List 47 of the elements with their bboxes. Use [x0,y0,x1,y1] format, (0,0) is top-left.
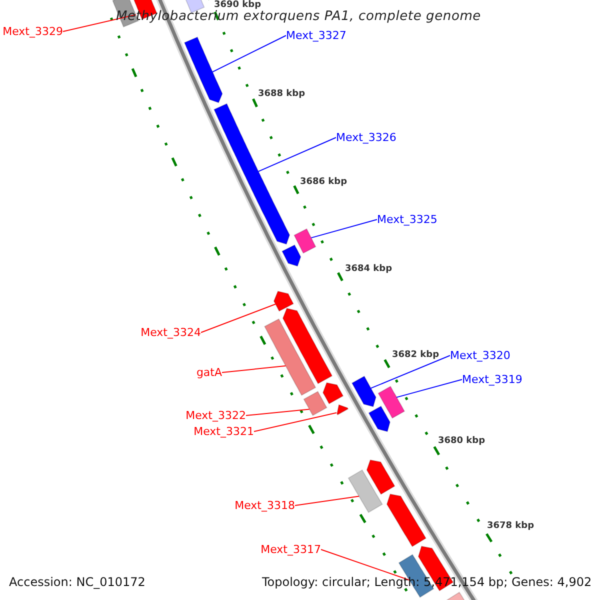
gene-feature [184,36,223,104]
gene-bar [303,390,328,416]
leader-line [310,219,378,238]
gene-feature [368,406,391,432]
gene-bar [294,228,316,254]
accession-text: Accession: NC_010172 [9,576,146,588]
gene-feature [386,494,427,548]
leader-line [258,137,336,172]
gene-feature [351,376,376,408]
tick-label: 3684 kbp [345,265,392,274]
gene-bar [264,318,316,396]
gene-label: Mext_3325 [377,214,438,225]
leader-line [370,355,450,389]
gene-label: Mext_3324 [140,327,201,338]
leader-line [246,408,310,416]
gene-feature [282,308,333,384]
leader-line [294,496,360,506]
tick-label: 3690 kbp [214,1,262,10]
leader-line [200,304,276,333]
gene-label: gatA [196,367,222,378]
gene-label: Mext_3321 [194,426,254,437]
tick-label: 3682 kbp [392,351,440,360]
gene-feature [213,103,290,245]
gene-bar [378,386,406,419]
gene-feature [281,244,302,267]
leader-line [62,14,136,32]
gene-feature [273,290,294,312]
tick-label: 3678 kbp [487,522,534,531]
gene-label: Mext_3327 [286,30,346,41]
gene-label: Mext_3329 [2,26,63,37]
gene-feature [366,459,396,495]
gene-label: Mext_3322 [186,410,246,421]
tick-label: 3686 kbp [300,178,348,187]
tick-label: 3680 kbp [438,437,486,446]
gene-label: Mext_3317 [260,544,321,555]
leader-line [254,412,337,432]
gene-feature [322,382,344,404]
gene-feature [336,404,349,416]
tick-label: 3688 kbp [258,90,306,99]
leader-line [212,35,286,72]
gene-label: Mext_3318 [234,500,295,511]
leader-line [396,379,462,398]
leader-line [320,549,410,581]
gene-label: Mext_3319 [462,374,522,385]
gene-label: Mext_3326 [336,132,396,143]
gene-label: Mext_3320 [450,350,510,361]
gene-bar [348,469,383,514]
